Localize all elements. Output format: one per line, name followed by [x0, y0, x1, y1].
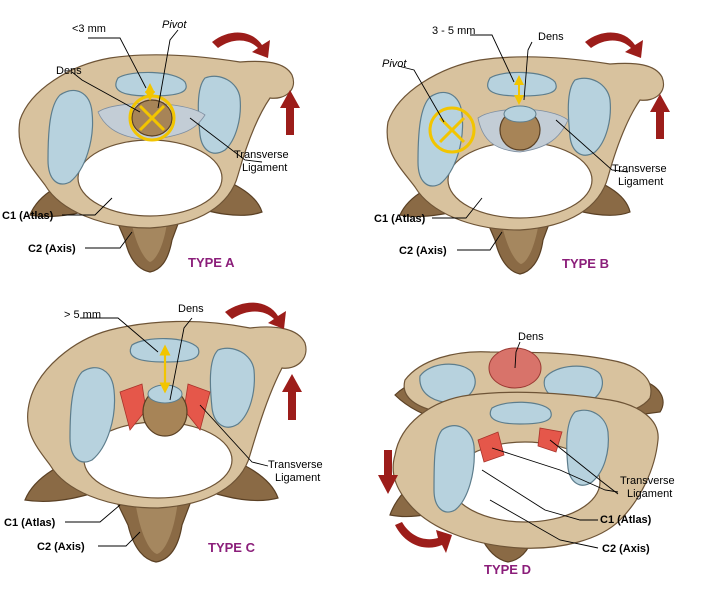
ligament-label-d2: Ligament: [627, 488, 672, 500]
c1-label-b: C1 (Atlas): [374, 213, 426, 225]
up-arrow-b: [650, 94, 670, 139]
leader-pivot-a: [157, 29, 179, 109]
leader-ligament-c: [199, 404, 269, 467]
leader-pivot-b: [397, 65, 445, 123]
measurement-label-c: > 5 mm: [64, 309, 101, 321]
panel-title-b: TYPE B: [562, 256, 609, 271]
c1-label-c: C1 (Atlas): [4, 517, 56, 529]
ligament-label-d1: Transverse: [620, 475, 675, 487]
facet-a: [115, 71, 187, 97]
upper-mass-left-d: [419, 363, 476, 403]
leader-c2-a: [85, 231, 133, 249]
c2-label-b: C2 (Axis): [399, 245, 447, 257]
ligament-label-b1: Transverse: [612, 163, 667, 175]
rotation-arrow-c: [225, 302, 286, 329]
c2-axis-shade-c: [135, 500, 178, 554]
leader-ligament-d2: [549, 439, 619, 495]
dens-label-b: Dens: [538, 31, 564, 43]
vertebral-foramen-a: [77, 139, 223, 217]
pivot-label-b: Pivot: [382, 58, 407, 70]
panel-type-d: Dens Transverse Ligament C1 (Atlas) C2 (…: [378, 331, 675, 577]
measurement-label-a: <3 mm: [72, 23, 106, 35]
pivot-marker-b: [428, 106, 476, 154]
c1-label-a: C1 (Atlas): [2, 210, 54, 222]
facet-b: [487, 71, 557, 97]
c2-label-d: C2 (Axis): [602, 543, 650, 555]
c2-label-c: C2 (Axis): [37, 541, 85, 553]
leader-measure-a: [88, 37, 147, 89]
vertebral-foramen-b: [447, 141, 593, 219]
ligament-label-c1: Transverse: [268, 459, 323, 471]
ligament-label-a1: Transverse: [234, 149, 289, 161]
c1-label-d: C1 (Atlas): [600, 514, 652, 526]
leader-measure-c: [80, 317, 159, 353]
leader-c1-d: [481, 469, 598, 521]
leader-c1-c: [65, 504, 121, 523]
panel-title-c: TYPE C: [208, 540, 256, 555]
leader-measure-b: [470, 34, 515, 83]
dens-label-a: Dens: [56, 65, 82, 77]
pivot-cross-a2: [138, 104, 166, 132]
leader-c1-a: [62, 197, 113, 216]
lateral-mass-right-c: [209, 347, 255, 428]
up-arrow-c: [282, 374, 302, 420]
panel-type-b: 3 - 5 mm Dens Pivot Transverse Ligament …: [374, 25, 670, 275]
rotation-arrow-b: [585, 32, 643, 58]
ligament-label-c2: Ligament: [275, 472, 320, 484]
leader-ligament-b: [555, 119, 629, 173]
facet-d: [489, 401, 552, 425]
leader-dens-d: [514, 341, 521, 369]
lateral-mass-left-a: [47, 90, 94, 185]
leader-dens-c: [169, 317, 193, 401]
lateral-mass-left-b: [417, 92, 464, 187]
rotation-arrow-a: [212, 32, 270, 58]
leader-ligament-a: [189, 117, 263, 163]
panel-title-d: TYPE D: [484, 562, 531, 577]
dens-label-c: Dens: [178, 303, 204, 315]
leader-c2-d: [489, 499, 599, 549]
dens-cart-b: [503, 105, 537, 123]
c2-label-a: C2 (Axis): [28, 243, 76, 255]
leader-dens-b: [523, 41, 533, 101]
dens-label-d: Dens: [518, 331, 544, 343]
panel-type-c: > 5 mm Dens Transverse Ligament C1 (Atla…: [4, 302, 323, 563]
ligament-label-b2: Ligament: [618, 176, 663, 188]
lateral-mass-right-d: [566, 409, 609, 486]
panel-type-a: <3 mm Pivot Dens Transverse Ligament C1 …: [2, 19, 300, 273]
down-arrow-d: [378, 450, 398, 494]
lateral-mass-right-b: [567, 77, 611, 156]
rotation-arrow-d: [395, 522, 452, 553]
leader-c2-b: [457, 231, 503, 251]
ligament-label-a2: Ligament: [242, 162, 287, 174]
leader-c1-b: [432, 197, 483, 219]
panel-title-a: TYPE A: [188, 255, 235, 270]
leader-c2-c: [98, 531, 141, 547]
pivot-label-a: Pivot: [162, 19, 187, 31]
pivot-cross-b2: [438, 116, 466, 144]
leader-dens-a: [71, 71, 141, 113]
lateral-mass-left-d: [433, 425, 475, 513]
lateral-mass-left-c: [69, 367, 116, 463]
measurement-label-b: 3 - 5 mm: [432, 25, 475, 37]
torn-ligament-left-d: [477, 431, 505, 463]
up-arrow-a: [280, 90, 300, 135]
leader-ligament-d1: [491, 447, 619, 493]
